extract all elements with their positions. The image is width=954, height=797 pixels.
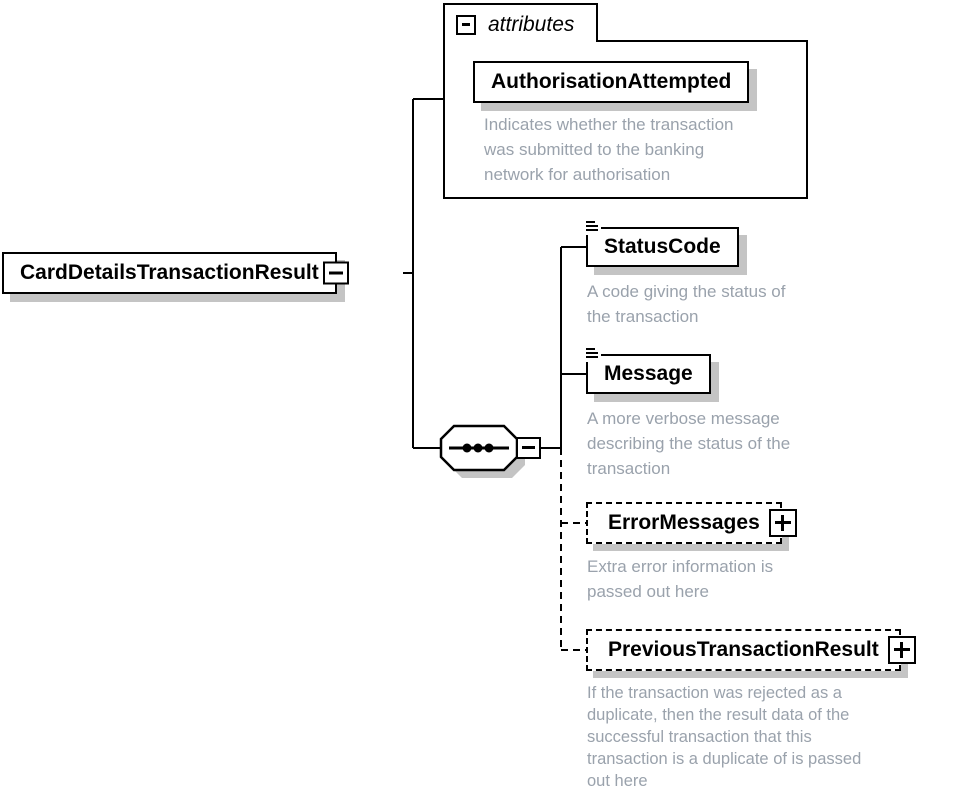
- solid-connectors: [403, 98, 586, 449]
- text-content-icon: [585, 347, 601, 362]
- statuscode-description: A code giving the status of the transact…: [587, 279, 785, 329]
- element-errormessages-box[interactable]: ErrorMessages: [586, 502, 797, 544]
- element-carddetailstransactionresult-box[interactable]: CardDetailsTransactionResult: [2, 252, 349, 294]
- message-description: A more verbose message describing the st…: [587, 406, 790, 481]
- attribute-label: AuthorisationAttempted: [491, 70, 732, 93]
- description-line: describing the status of the: [587, 434, 791, 453]
- sequence-dot: [462, 443, 472, 453]
- collapse-minus-icon[interactable]: [322, 261, 349, 285]
- element-label: PreviousTransactionResult: [608, 638, 879, 661]
- collapse-minus-icon[interactable]: [456, 15, 476, 35]
- description-line: out here: [587, 772, 648, 790]
- expand-plus-icon[interactable]: [768, 509, 797, 537]
- description-line: A code giving the status of: [587, 282, 786, 301]
- description-line: A more verbose message: [587, 409, 780, 428]
- description-line: passed out here: [587, 582, 709, 601]
- description-line: transaction is a duplicate of is passed: [587, 750, 862, 768]
- errormessages-description: Extra error information is passed out he…: [587, 554, 773, 604]
- collapse-minus-icon[interactable]: [516, 437, 541, 459]
- element-label: CardDetailsTransactionResult: [20, 261, 319, 284]
- description-line: network for authorisation: [484, 165, 671, 184]
- text-content-icon: [585, 220, 601, 235]
- element-label: Message: [604, 362, 693, 385]
- attributes-label: attributes: [488, 13, 575, 36]
- attributes-header: attributes: [456, 13, 574, 37]
- description-line: duplicate, then the result data of the: [587, 706, 850, 724]
- description-line: was submitted to the banking: [484, 140, 705, 159]
- description-line: Indicates whether the transaction: [484, 115, 734, 134]
- attribute-authorisationattempted-box[interactable]: AuthorisationAttempted: [473, 61, 750, 103]
- dashed-connectors: [560, 448, 586, 651]
- attribute-description: Indicates whether the transaction was su…: [484, 112, 733, 187]
- expand-plus-icon[interactable]: [887, 636, 916, 664]
- element-label: StatusCode: [604, 235, 721, 258]
- description-line: Extra error information is: [587, 557, 774, 576]
- previoustransactionresult-description: If the transaction was rejected as a dup…: [587, 682, 861, 792]
- element-previoustransactionresult-box[interactable]: PreviousTransactionResult: [586, 629, 916, 671]
- element-label: ErrorMessages: [608, 511, 760, 534]
- sequence-dot: [484, 443, 494, 453]
- element-message-box[interactable]: Message: [585, 347, 711, 394]
- description-line: successful transaction that this: [587, 728, 812, 746]
- description-line: the transaction: [587, 307, 699, 326]
- description-line: If the transaction was rejected as a: [587, 684, 842, 702]
- element-statuscode-box[interactable]: StatusCode: [585, 220, 739, 267]
- description-line: transaction: [587, 459, 671, 478]
- sequence-dot: [473, 443, 483, 453]
